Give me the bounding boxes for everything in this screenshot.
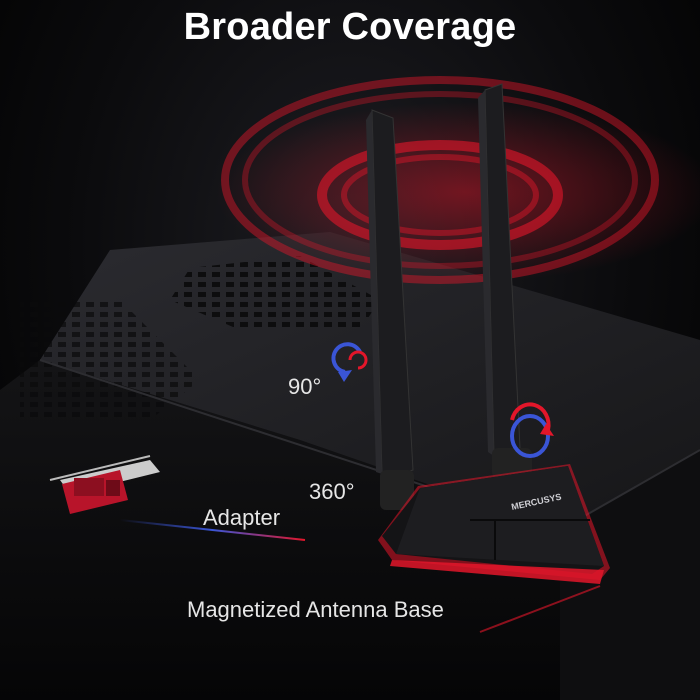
rotation-90-arrow <box>331 342 368 382</box>
case-side-panel <box>0 360 560 700</box>
antenna-left <box>366 109 414 510</box>
rotation-360-label: 360° <box>309 479 355 504</box>
adapter-card <box>49 455 160 514</box>
rotation-90-label: 90° <box>288 374 322 399</box>
adapter-label: Adapter <box>203 505 281 530</box>
case-vent-top <box>170 256 380 330</box>
antenna-base-label: Magnetized Antenna Base <box>187 597 444 622</box>
case-vent-side <box>20 300 200 420</box>
rotation-360-arrow <box>510 402 554 458</box>
case-front-panel <box>560 450 700 700</box>
antenna-hinge <box>380 470 414 510</box>
antenna-base: MERCUSYS <box>378 464 610 584</box>
page-title: Broader Coverage <box>183 6 517 48</box>
antenna-right <box>478 83 532 478</box>
coverage-rings <box>215 76 700 284</box>
adapter-pointer-line <box>119 519 306 541</box>
